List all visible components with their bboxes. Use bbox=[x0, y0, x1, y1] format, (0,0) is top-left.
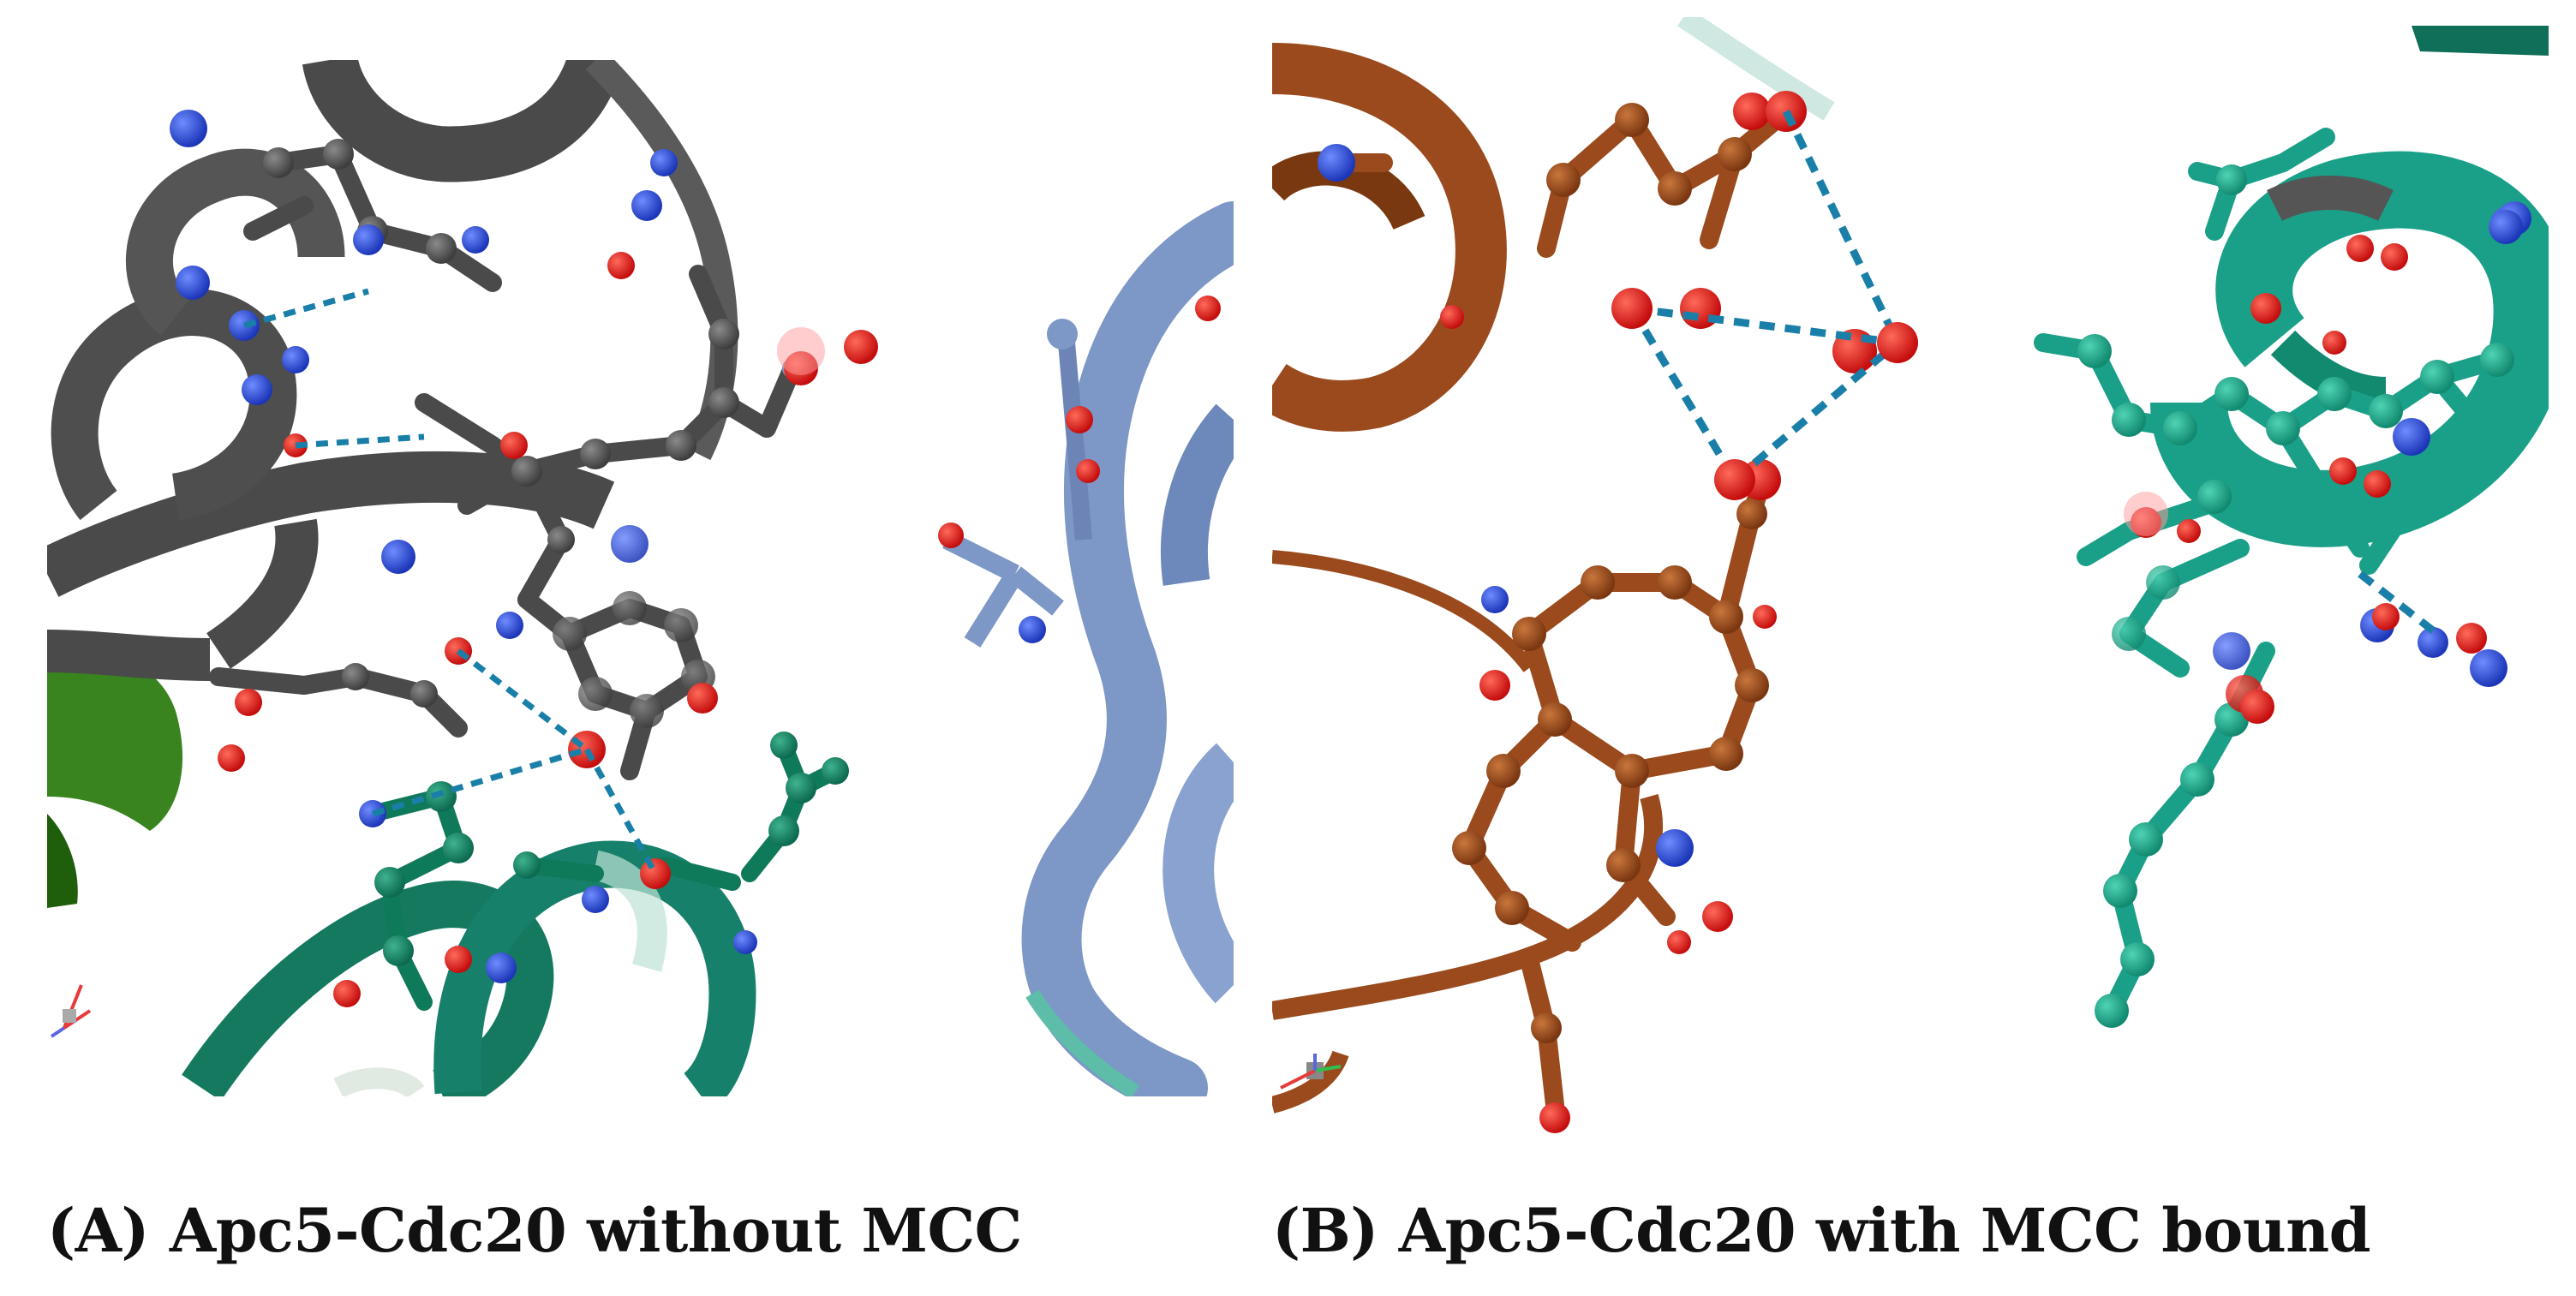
panel-b-caption: (B) Apc5-Cdc20 with MCC bound bbox=[1272, 1195, 2371, 1266]
panel-a-structure bbox=[47, 60, 1234, 1096]
green-atoms bbox=[333, 732, 849, 1007]
gray-atoms bbox=[263, 139, 803, 728]
hydrogen-bonds bbox=[1629, 110, 2440, 637]
teal-helix-top-right bbox=[2412, 26, 2549, 56]
panel-b-render bbox=[1272, 17, 2549, 1133]
gray-protein-ribbon bbox=[47, 60, 738, 681]
brown-atoms bbox=[1452, 103, 1769, 1043]
teal-atoms bbox=[2077, 164, 2514, 1028]
blue-protein-ribbon bbox=[938, 201, 1234, 1096]
bridging-oxygens bbox=[1611, 288, 1918, 500]
panel-a-render bbox=[47, 60, 1234, 1096]
green-protein-ribbon bbox=[182, 840, 756, 1096]
panel-b-structure bbox=[1272, 17, 2549, 1135]
green-ribbon-fragment bbox=[47, 814, 78, 908]
gray-heteroatoms bbox=[170, 110, 878, 772]
hydrogen-bonds bbox=[243, 288, 659, 875]
green-ribbon-fragment bbox=[47, 648, 183, 831]
axes-indicator bbox=[50, 984, 92, 1038]
axes-indicator bbox=[1280, 1054, 1342, 1090]
panel-a-caption: (A) Apc5-Cdc20 without MCC bbox=[47, 1195, 1022, 1266]
teal-heteroatoms bbox=[1832, 201, 2531, 724]
